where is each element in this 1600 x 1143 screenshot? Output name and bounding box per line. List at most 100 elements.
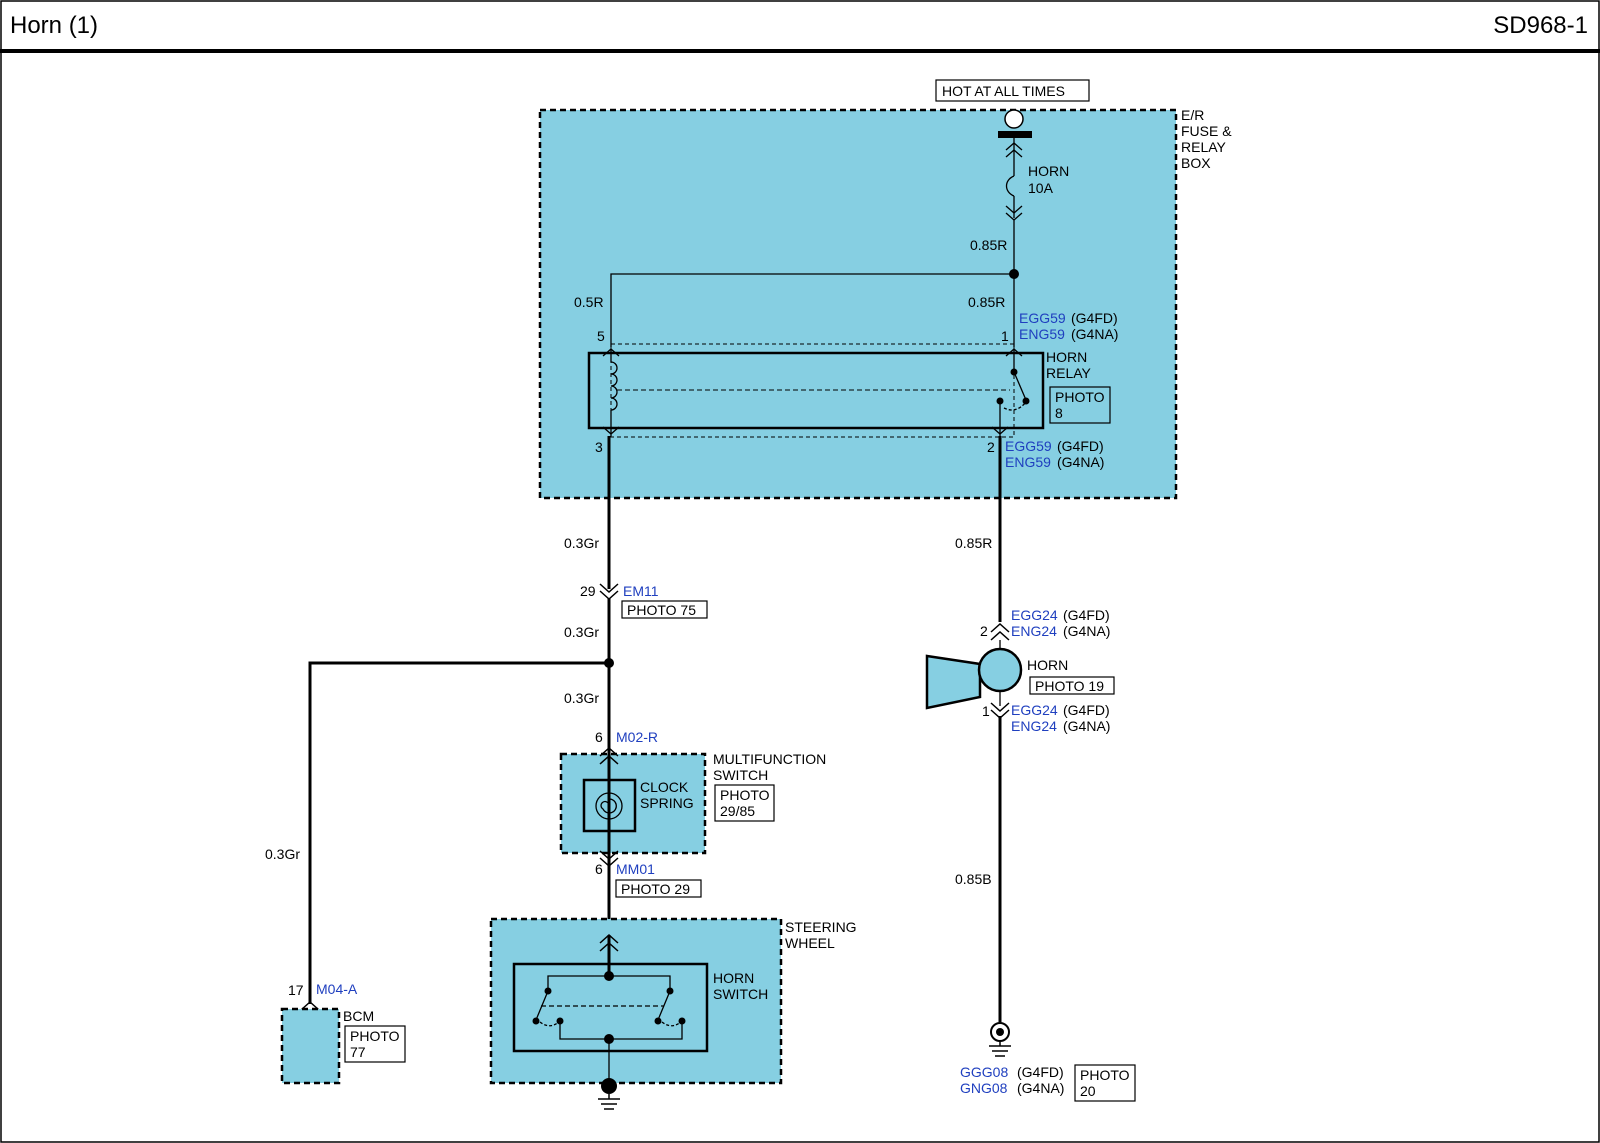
- clock-spring-icon: [595, 792, 623, 820]
- fuse-name: HORN: [1028, 163, 1069, 179]
- power-bus-bar: [998, 131, 1032, 138]
- horn-bottom-pin: 1: [982, 703, 990, 719]
- wire-label-horn-to-ground: 0.85B: [955, 871, 992, 887]
- relay-contact-dot: [1022, 397, 1030, 405]
- bcm-photo-1: PHOTO: [350, 1028, 400, 1044]
- horn-bottom-connector-1-variant: (G4FD): [1063, 702, 1110, 718]
- steering-wheel-box: [489, 917, 783, 1085]
- bcm-name: BCM: [343, 1008, 374, 1024]
- power-terminal-icon: [1004, 109, 1024, 129]
- clock-spring-label-1: CLOCK: [640, 779, 689, 795]
- ground-connector-2-variant: (G4NA): [1017, 1080, 1064, 1096]
- wire-label-coil-feed: 0.5R: [574, 294, 604, 310]
- mm01-connector: MM01: [616, 861, 655, 877]
- fuse-relay-box: [538, 108, 1178, 500]
- wire-label-em11-down: 0.3Gr: [564, 624, 599, 640]
- horn-name: HORN: [1027, 657, 1068, 673]
- relay-photo-1: PHOTO: [1055, 389, 1105, 405]
- switch-contact-dot: [678, 1017, 686, 1025]
- ground-photo-1: PHOTO: [1080, 1067, 1130, 1083]
- relay-switch-icon: [991, 348, 1027, 436]
- mm01-pin: 6: [595, 861, 603, 877]
- horn-bottom-connector-1: EGG24: [1011, 702, 1058, 718]
- ground-connector-1-variant: (G4FD): [1017, 1064, 1064, 1080]
- bcm-box: [280, 1007, 341, 1085]
- horn-switch-body: [512, 962, 709, 1053]
- multifunction-switch-name-2: SWITCH: [713, 767, 768, 783]
- relay-contact-dot: [996, 397, 1004, 405]
- ground-connector-1: GGG08: [960, 1064, 1008, 1080]
- bcm-pin: 17: [288, 982, 304, 998]
- wire-label-relay-to-em11: 0.3Gr: [564, 535, 599, 551]
- bcm-photo-2: 77: [350, 1044, 366, 1060]
- fuse-box-label-3: RELAY: [1181, 139, 1227, 155]
- horn-photo-box: [1029, 676, 1115, 695]
- relay-top-connector-2: ENG59: [1019, 326, 1065, 342]
- ground-connector-2: GNG08: [960, 1080, 1008, 1096]
- wire-bcm-branch: [308, 661, 609, 1004]
- relay-bottom-connector-1: EGG59: [1005, 438, 1052, 454]
- switch-contact-dot: [544, 987, 552, 995]
- fuse-rating: 10A: [1028, 180, 1054, 196]
- wire-label-bcm-branch: 0.3Gr: [265, 846, 300, 862]
- relay-contact-dot: [1010, 368, 1018, 376]
- em11-photo-box: [621, 600, 708, 619]
- multifunction-photo-2: 29/85: [720, 803, 755, 819]
- horn-switch-name-2: SWITCH: [713, 986, 768, 1002]
- relay-top-connector-1-variant: (G4FD): [1071, 310, 1118, 326]
- relay-connector-outline: [610, 343, 1015, 438]
- multifunction-switch-name-1: MULTIFUNCTION: [713, 751, 826, 767]
- clock-spring-body: [582, 778, 637, 833]
- horn-top-pin: 2: [980, 623, 988, 639]
- fuse-box-label-4: BOX: [1181, 155, 1211, 171]
- relay-pin-3: 3: [595, 439, 603, 455]
- horn-bottom-connector-2: ENG24: [1011, 718, 1057, 734]
- relay-coil-icon: [602, 348, 620, 436]
- wire-relay-coil-feed: [610, 273, 1014, 347]
- relay-pin-1: 1: [1001, 328, 1009, 344]
- horn-icon: [925, 647, 1023, 710]
- horn-top-connector-2: ENG24: [1011, 623, 1057, 639]
- fuse-box-label-1: E/R: [1181, 107, 1204, 123]
- horn-photo: PHOTO 19: [1035, 678, 1104, 694]
- connector-m04a-icon: [300, 1000, 320, 1011]
- wire-label-fuse-out: 0.85R: [970, 237, 1007, 253]
- relay-pin-2: 2: [987, 439, 995, 455]
- fuse-box-label-2: FUSE &: [1181, 123, 1232, 139]
- ground-icon: [598, 1078, 620, 1110]
- horn-bottom-connector-2-variant: (G4NA): [1063, 718, 1110, 734]
- relay-name-1: HORN: [1046, 349, 1087, 365]
- wire-label-junction-down: 0.3Gr: [564, 690, 599, 706]
- mm01-photo: PHOTO 29: [621, 881, 690, 897]
- connector-m02r-icon: [599, 746, 619, 765]
- relay-name-2: RELAY: [1046, 365, 1092, 381]
- relay-pin-5: 5: [597, 328, 605, 344]
- relay-bottom-connector-2-variant: (G4NA): [1057, 454, 1104, 470]
- horn-relay-body: [587, 351, 1045, 430]
- mm01-photo-box: [615, 879, 702, 898]
- horn-switch-name-1: HORN: [713, 970, 754, 986]
- page-code: SD968-1: [1493, 12, 1588, 39]
- m02r-pin: 6: [595, 729, 603, 745]
- relay-photo-2: 8: [1055, 405, 1063, 421]
- steering-wheel-name-1: STEERING: [785, 919, 857, 935]
- ground-photo-box: [1074, 1064, 1136, 1102]
- wire-label-switch-feed: 0.85R: [968, 294, 1005, 310]
- page-title: Horn (1): [10, 12, 99, 39]
- switch-contact-dot: [666, 987, 674, 995]
- bcm-connector: M04-A: [316, 981, 358, 997]
- relay-photo-box: [1049, 386, 1111, 424]
- connector-egg24-top-icon: [990, 622, 1010, 641]
- switch-contact-dot: [556, 1017, 564, 1025]
- wire-label-relay-to-horn: 0.85R: [955, 535, 992, 551]
- em11-connector: EM11: [623, 583, 659, 599]
- horn-top-connector-1: EGG24: [1011, 607, 1058, 623]
- relay-bottom-connector-2: ENG59: [1005, 454, 1051, 470]
- switch-contact-dot: [532, 1017, 540, 1025]
- relay-bottom-connector-1-variant: (G4FD): [1057, 438, 1104, 454]
- em11-pin: 29: [580, 583, 596, 599]
- relay-top-connector-2-variant: (G4NA): [1071, 326, 1118, 342]
- switch-contact-dot: [654, 1017, 662, 1025]
